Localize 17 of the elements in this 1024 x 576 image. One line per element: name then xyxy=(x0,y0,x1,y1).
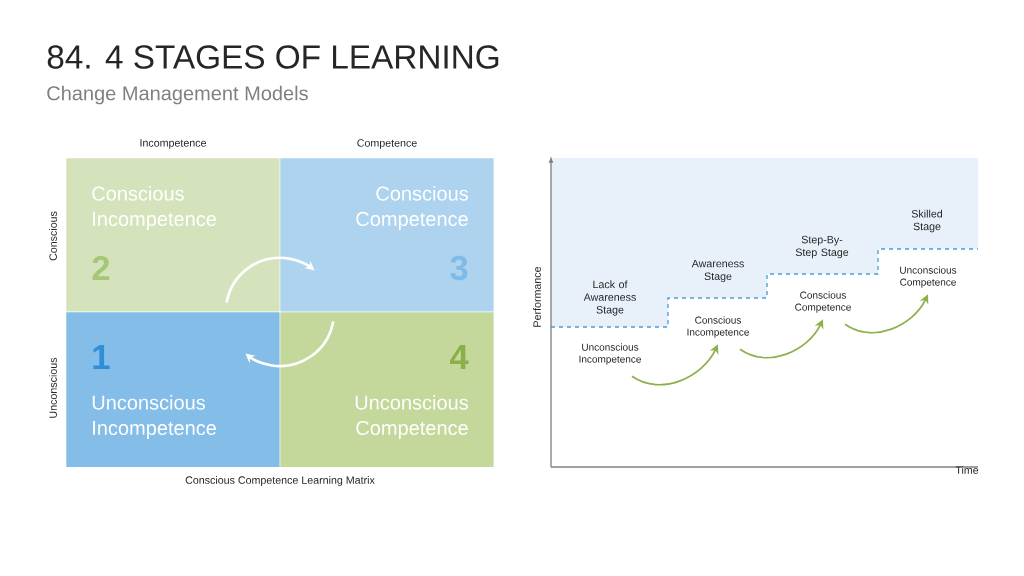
stage-text: Conscious Competence xyxy=(795,291,851,313)
matrix-caption: Conscious Competence Learning Matrix xyxy=(185,476,375,486)
stage-text: Unconscious Competence xyxy=(900,266,957,288)
axis-label: Time xyxy=(955,466,979,474)
axis-label: Performance xyxy=(533,266,541,327)
title: 84. 4 STAGES OF LEARNING xyxy=(47,45,499,69)
stage-label: Lack of Awareness Stage xyxy=(583,280,636,316)
stage-label: Step-By-Step Stage xyxy=(795,235,849,259)
stage-label: Skilled Stage xyxy=(911,209,943,233)
quadrant-box: Unconscious Incompetence 1 xyxy=(66,312,280,467)
stage-label: Awareness Stage xyxy=(691,259,744,283)
subtitle: Change Management Models xyxy=(47,85,308,105)
stage-text: Conscious Incompetence xyxy=(687,316,749,338)
quadrant-box: Conscious Incompetence 2 xyxy=(66,158,280,312)
stage-text: Unconscious Incompetence xyxy=(579,343,641,365)
cycle-arrow xyxy=(245,321,335,368)
quadrant-box: Unconscious Competence 4 xyxy=(280,312,494,467)
